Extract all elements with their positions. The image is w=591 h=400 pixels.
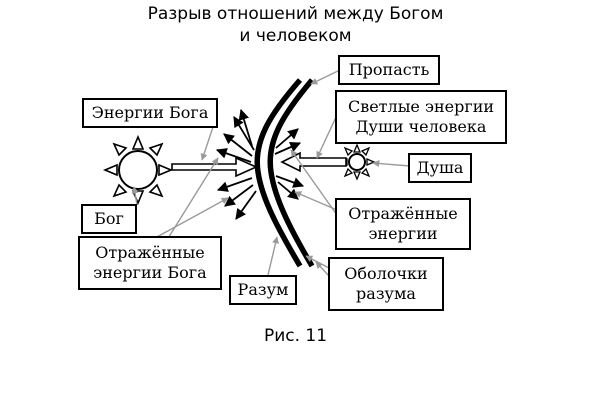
title-line-2: и человеком (239, 26, 352, 46)
label-soul: Душа (408, 153, 472, 183)
label-energies-of-god: Энергии Бога (82, 98, 218, 128)
pointer-lines (131, 69, 411, 277)
god-energy-arrow (171, 156, 258, 178)
label-god: Бог (81, 204, 137, 234)
reflected-arrows-left (215, 108, 257, 220)
label-reflected-energies: Отражённые энергии (335, 198, 471, 250)
label-mind: Разум (229, 275, 297, 305)
label-reflected-energies-of-god: Отражённые энергии Бога (78, 236, 222, 290)
title-line-1: Разрыв отношений между Богом (147, 4, 444, 24)
figure-caption: Рис. 11 (263, 326, 328, 346)
label-mind-shells: Оболочки разума (328, 257, 444, 311)
abyss-curves (254, 78, 315, 268)
label-abyss: Пропасть (338, 55, 440, 85)
god-sun-icon (102, 134, 174, 206)
soul-energy-arrow (280, 151, 347, 173)
label-bright-energies: Светлые энергии Души человека (335, 90, 507, 144)
